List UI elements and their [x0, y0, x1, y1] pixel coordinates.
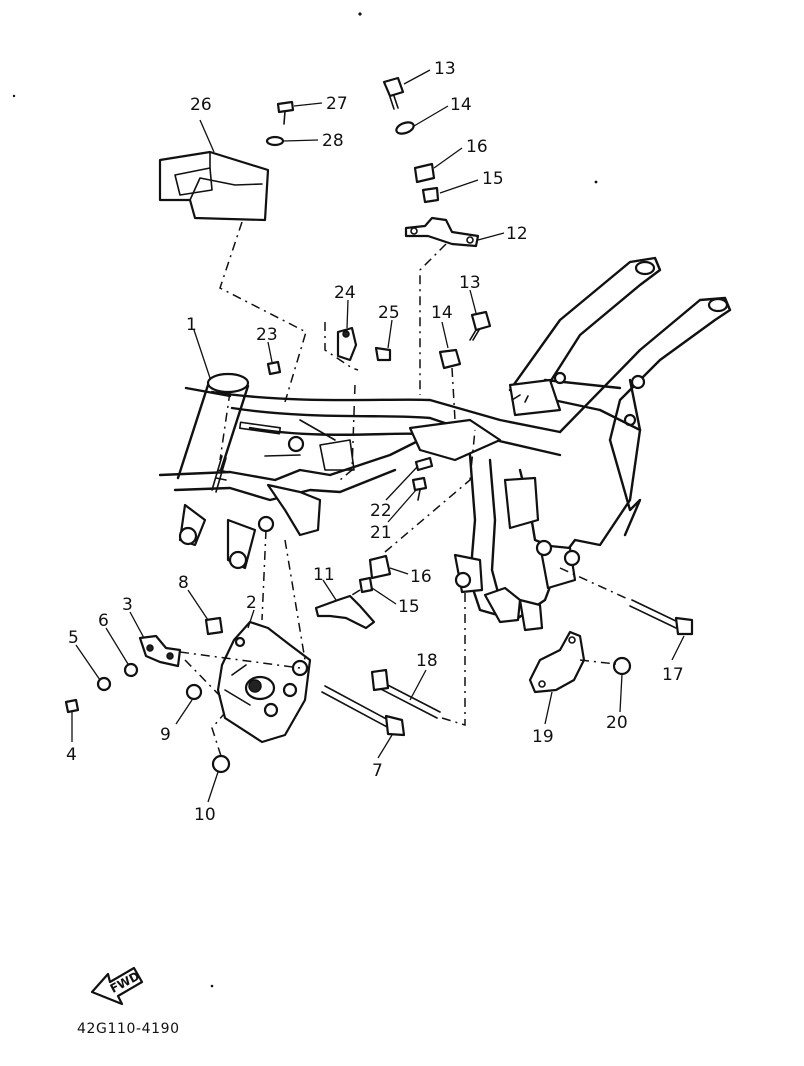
callout-21: 21 — [370, 523, 392, 543]
callout-13: 13 — [434, 59, 456, 79]
mount-bracket-2 — [216, 620, 312, 744]
bracket-12 — [404, 216, 480, 248]
callout-28: 28 — [322, 131, 344, 151]
forward-arrow-icon: FWD — [90, 966, 144, 1006]
callout-10: 10 — [194, 805, 216, 825]
callout-13b: 13 — [459, 273, 481, 293]
callout-18: 18 — [416, 651, 438, 671]
washer-28 — [265, 135, 285, 147]
washer-22 — [414, 456, 434, 472]
callout-24: 24 — [334, 283, 356, 303]
bolt-21 — [411, 476, 428, 492]
callout-26: 26 — [190, 95, 212, 115]
callout-7: 7 — [372, 761, 383, 781]
callout-8: 8 — [178, 573, 189, 593]
callout-11: 11 — [313, 565, 335, 585]
callout-25: 25 — [378, 303, 400, 323]
callout-17: 17 — [662, 665, 684, 685]
long-bolt-18 — [370, 668, 441, 719]
callout-labels: 1 2 3 4 5 6 7 8 9 10 11 12 13 14 15 16 1… — [66, 59, 684, 825]
main-frame — [158, 256, 732, 632]
bracket-11 — [314, 594, 376, 630]
callout-3: 3 — [122, 595, 133, 615]
bracket-3 — [138, 634, 182, 668]
callout-6: 6 — [98, 611, 109, 631]
washer-6 — [123, 662, 139, 678]
leader-lines — [71, 69, 685, 803]
bolt-4 — [64, 698, 80, 714]
callout-12: 12 — [506, 224, 528, 244]
washer-9 — [185, 683, 203, 701]
bush-15-top — [421, 186, 440, 204]
callout-5: 5 — [68, 628, 79, 648]
collar-16-lower — [368, 554, 392, 580]
callout-14: 14 — [450, 95, 472, 115]
callout-19: 19 — [532, 727, 554, 747]
long-bolt-17 — [629, 599, 694, 636]
screw-27 — [276, 100, 295, 114]
callout-27: 27 — [326, 94, 348, 114]
callout-23: 23 — [256, 325, 278, 345]
nut-20 — [612, 656, 632, 676]
washer-5 — [96, 676, 112, 692]
screw-25 — [374, 346, 392, 362]
bush-15-lower — [358, 576, 374, 594]
assembly-lines — [179, 221, 631, 757]
callout-16: 16 — [466, 137, 488, 157]
bolt-23 — [266, 360, 282, 376]
bracket-19 — [528, 630, 586, 694]
catalog-code: 42G110-4190 — [77, 1021, 180, 1037]
bolt-13-right — [469, 310, 492, 341]
bolt-13-top — [382, 76, 405, 110]
callout-15b: 15 — [398, 597, 420, 617]
callout-20: 20 — [606, 713, 628, 733]
callout-16b: 16 — [410, 567, 432, 587]
long-bolt-7 — [321, 685, 406, 737]
washer-14-top — [395, 121, 415, 135]
nut-14-right — [438, 348, 462, 370]
callout-2: 2 — [246, 593, 257, 613]
clamp-24 — [336, 326, 358, 362]
collar-16-top — [413, 162, 436, 184]
cover-26 — [158, 150, 270, 222]
callout-14b: 14 — [431, 303, 453, 323]
callout-1: 1 — [186, 315, 197, 335]
nut-8 — [204, 616, 224, 636]
callout-9: 9 — [160, 725, 171, 745]
callout-4: 4 — [66, 745, 77, 765]
nut-10 — [211, 754, 231, 774]
callout-22: 22 — [370, 501, 392, 521]
callout-15: 15 — [482, 169, 504, 189]
